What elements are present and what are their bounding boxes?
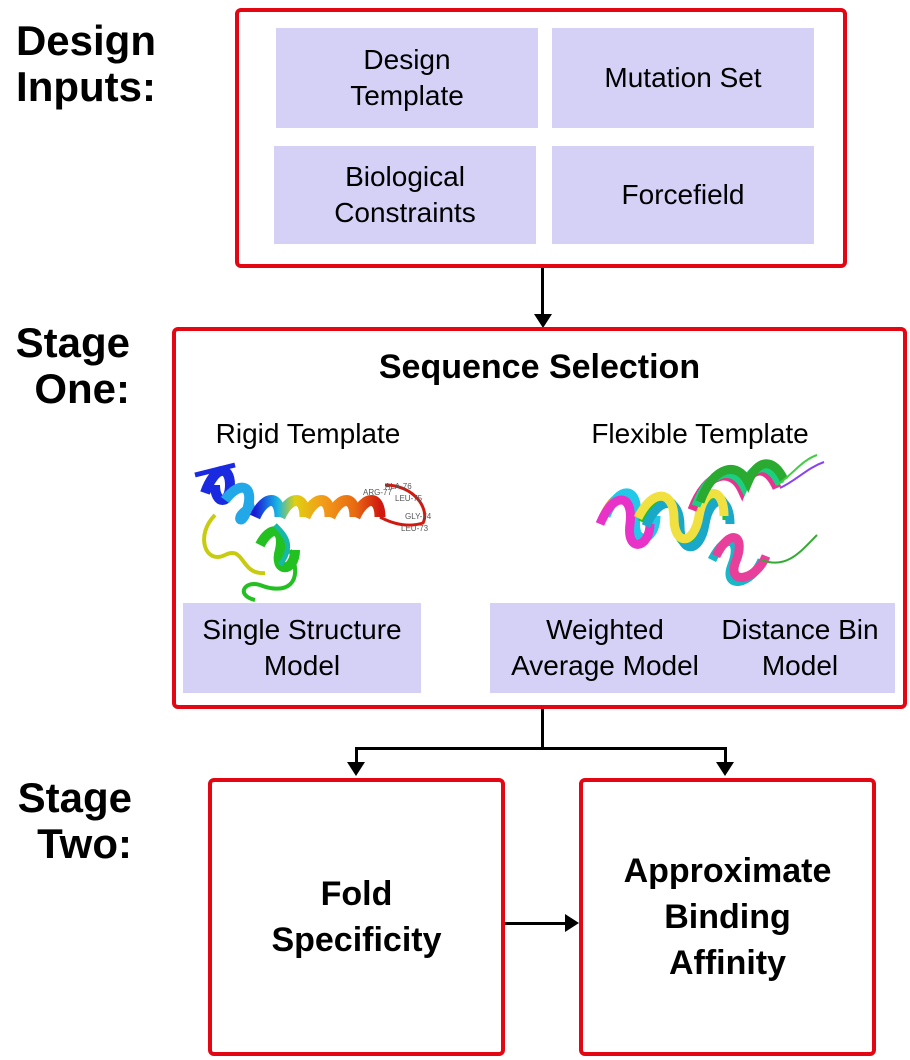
biological-constraints-cell: Biological Constraints [274,146,536,244]
binding-affinity-line3: Affinity [668,944,787,982]
distance-bin-model-label: Distance Bin Model [708,612,892,684]
residue-label: ALA-76 [385,482,412,491]
arrow-inputs-to-stage-one-line [541,268,544,316]
stage-two-label: Stage Two: [0,775,132,867]
binding-affinity-line2: Binding [664,898,791,936]
fold-specificity-line1: Fold [320,875,393,913]
single-structure-model-cell: Single Structure Model [183,603,421,693]
fold-specificity-line2: Specificity [271,921,442,959]
forcefield-label: Forcefield [621,179,745,210]
design-inputs-label-line1: Design [15,17,156,64]
stage-one-label: Stage One: [0,320,130,412]
fold-specificity-box: Fold Specificity [208,778,505,1056]
flexible-loops [761,454,825,564]
weighted-average-line1: Weighted [546,614,664,645]
rigid-template-protein-image: ALA-76 ARG-77 LEU-75 GLY-74 LEU-73 [194,462,432,602]
branch-right-drop-line [724,747,727,765]
residue-label: LEU-75 [395,494,423,503]
stage-one-label-line2: One: [34,365,130,412]
arrow-fold-to-binding-line [505,922,567,925]
weighted-average-line2: Average Model [511,650,699,681]
residue-label: LEU-73 [401,524,429,533]
binding-affinity-line1: Approximate [623,852,832,890]
distance-bin-line2: Model [761,650,839,681]
branch-stem-line [541,709,544,749]
design-template-line2: Template [350,80,464,111]
residue-label: ARG-77 [363,488,392,497]
arrow-inputs-to-stage-one-head [534,314,552,328]
branch-right-arrow-head [716,762,734,776]
branch-left-arrow-head [347,762,365,776]
flexible-template-title: Flexible Template [591,418,809,449]
binding-affinity-box: Approximate Binding Affinity [579,778,876,1056]
design-template-cell: Design Template [276,28,538,128]
forcefield-cell: Forcefield [552,146,814,244]
flexible-template-protein-image [595,454,825,586]
residue-labels: ALA-76 ARG-77 LEU-75 GLY-74 LEU-73 [363,482,432,533]
stage-two-label-line2: Two: [37,820,132,867]
single-structure-line1: Single Structure [202,614,402,645]
stage-one-label-line1: Stage [15,319,130,366]
branch-left-drop-line [355,747,358,765]
biological-constraints-line1: Biological [345,161,465,192]
design-inputs-label-line2: Inputs: [16,63,156,110]
mutation-set-label: Mutation Set [604,62,762,93]
design-template-line1: Design [363,44,451,75]
sequence-selection-title: Sequence Selection [378,347,701,386]
design-inputs-label: Design Inputs: [0,18,156,110]
stage-two-label-line1: Stage [17,774,132,821]
weighted-average-model-label: Weighted Average Model [490,612,720,684]
biological-constraints-line2: Constraints [334,197,476,228]
distance-bin-line1: Distance Bin [721,614,879,645]
rigid-template-title: Rigid Template [215,418,401,449]
arrow-fold-to-binding-head [565,914,579,932]
rigid-helix [194,462,427,602]
flexible-ensemble [595,459,789,586]
single-structure-line2: Model [263,650,341,681]
residue-label: GLY-74 [405,512,432,521]
mutation-set-cell: Mutation Set [552,28,814,128]
branch-horizontal-line [355,747,727,750]
weighted-average-model-cell [490,603,895,693]
